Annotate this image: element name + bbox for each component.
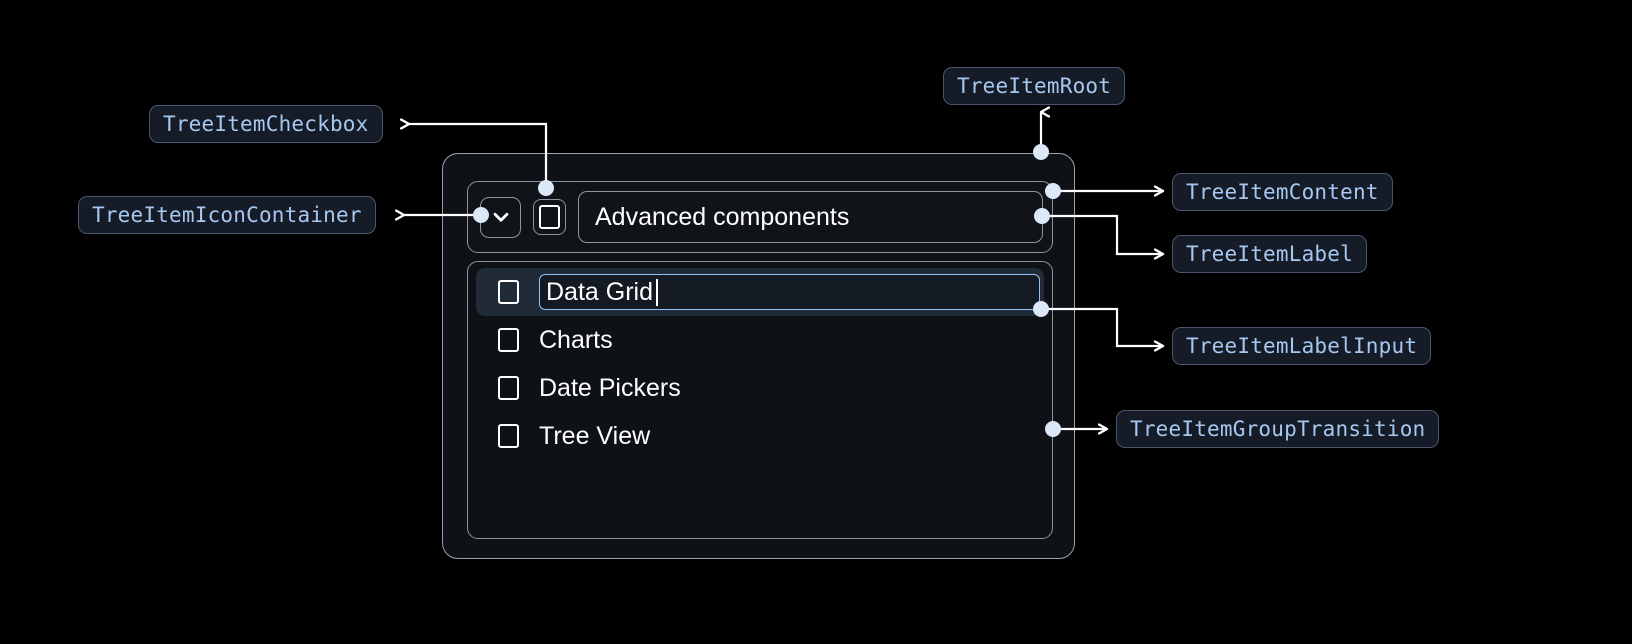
tree-item-label[interactable]: Advanced components (578, 191, 1043, 243)
annotation-label: TreeItemGroupTransition (1130, 417, 1426, 441)
annotation-label: TreeItemIconContainer (92, 203, 362, 227)
annotation-label: TreeItemRoot (957, 74, 1112, 98)
tree-item-label-input[interactable]: Data Grid (539, 274, 1040, 310)
annotation-tree-item-group-transition: TreeItemGroupTransition (1116, 410, 1440, 448)
tree-item-group-transition: Data Grid Charts Date Pickers Tree View (467, 261, 1053, 539)
checkbox-unchecked-icon[interactable] (498, 328, 519, 352)
annotation-label: TreeItemLabel (1186, 242, 1353, 266)
tree-item-content[interactable]: Advanced components (467, 181, 1053, 253)
tree-item-label-input-value: Data Grid (546, 277, 653, 306)
checkbox-unchecked-icon[interactable] (498, 280, 519, 304)
tree-item-label-text: Tree View (539, 421, 651, 450)
tree-item-root: Advanced components Data Grid Charts Dat… (442, 153, 1075, 559)
tree-item-icon-container[interactable] (480, 196, 521, 238)
annotation-tree-item-label-input: TreeItemLabelInput (1172, 327, 1432, 365)
tree-item-row-tree-view[interactable]: Tree View (476, 412, 1044, 460)
tree-item-label-text: Charts (539, 325, 613, 354)
annotation-tree-item-label: TreeItemLabel (1172, 235, 1367, 273)
tree-item-label-text: Advanced components (595, 202, 850, 231)
annotation-label: TreeItemContent (1186, 180, 1379, 204)
annotation-label: TreeItemCheckbox (163, 112, 369, 136)
annotation-tree-item-root: TreeItemRoot (943, 67, 1126, 105)
checkbox-unchecked-icon (539, 205, 560, 229)
chevron-down-icon (493, 212, 508, 222)
tree-item-row-charts[interactable]: Charts (476, 316, 1044, 364)
checkbox-unchecked-icon[interactable] (498, 424, 519, 448)
text-caret (655, 278, 658, 306)
annotation-label: TreeItemLabelInput (1186, 334, 1418, 358)
tree-item-row-data-grid[interactable]: Data Grid (476, 268, 1044, 316)
tree-item-checkbox[interactable] (533, 199, 566, 235)
checkbox-unchecked-icon[interactable] (498, 376, 519, 400)
tree-item-label-text: Date Pickers (539, 373, 681, 402)
annotation-tree-item-icon-container: TreeItemIconContainer (78, 196, 376, 234)
annotation-tree-item-checkbox: TreeItemCheckbox (149, 105, 383, 143)
annotation-tree-item-content: TreeItemContent (1172, 173, 1393, 211)
tree-item-row-date-pickers[interactable]: Date Pickers (476, 364, 1044, 412)
